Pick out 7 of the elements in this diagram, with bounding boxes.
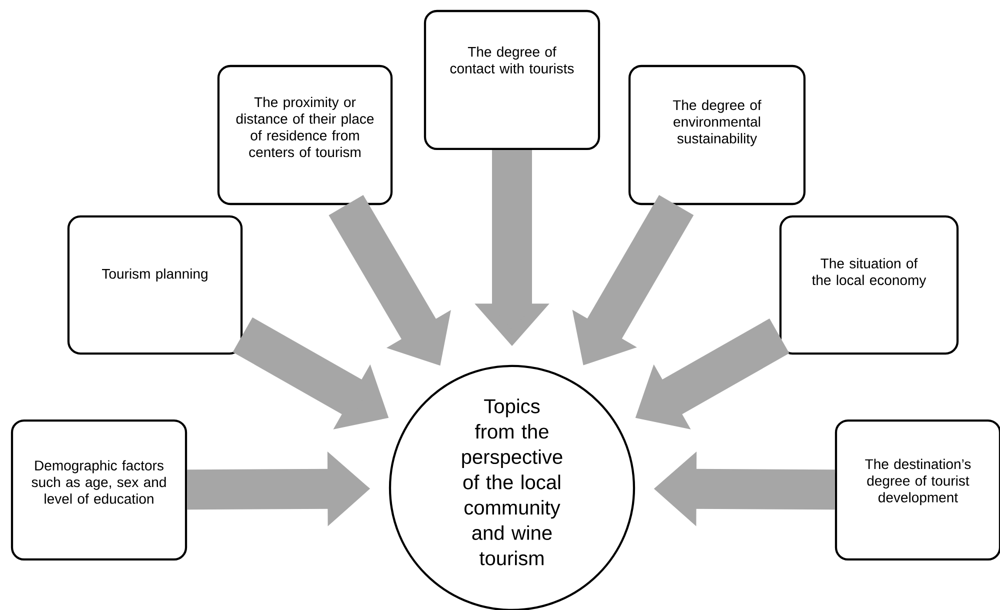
text-box: The proximity or distance of their place of residence from centers of tourism (217, 64, 393, 206)
text-box: Tourism planning (67, 215, 243, 355)
text-box: The degree of contact with tourists (424, 10, 600, 150)
text-box: The situation of the local economy (779, 215, 959, 355)
text-box: The degree of environmental sustainability (628, 64, 806, 206)
text-box: The destination’s degree of tourist development (834, 419, 1000, 561)
text-box: Demographic factors such as age, sex and level of education (10, 419, 188, 561)
